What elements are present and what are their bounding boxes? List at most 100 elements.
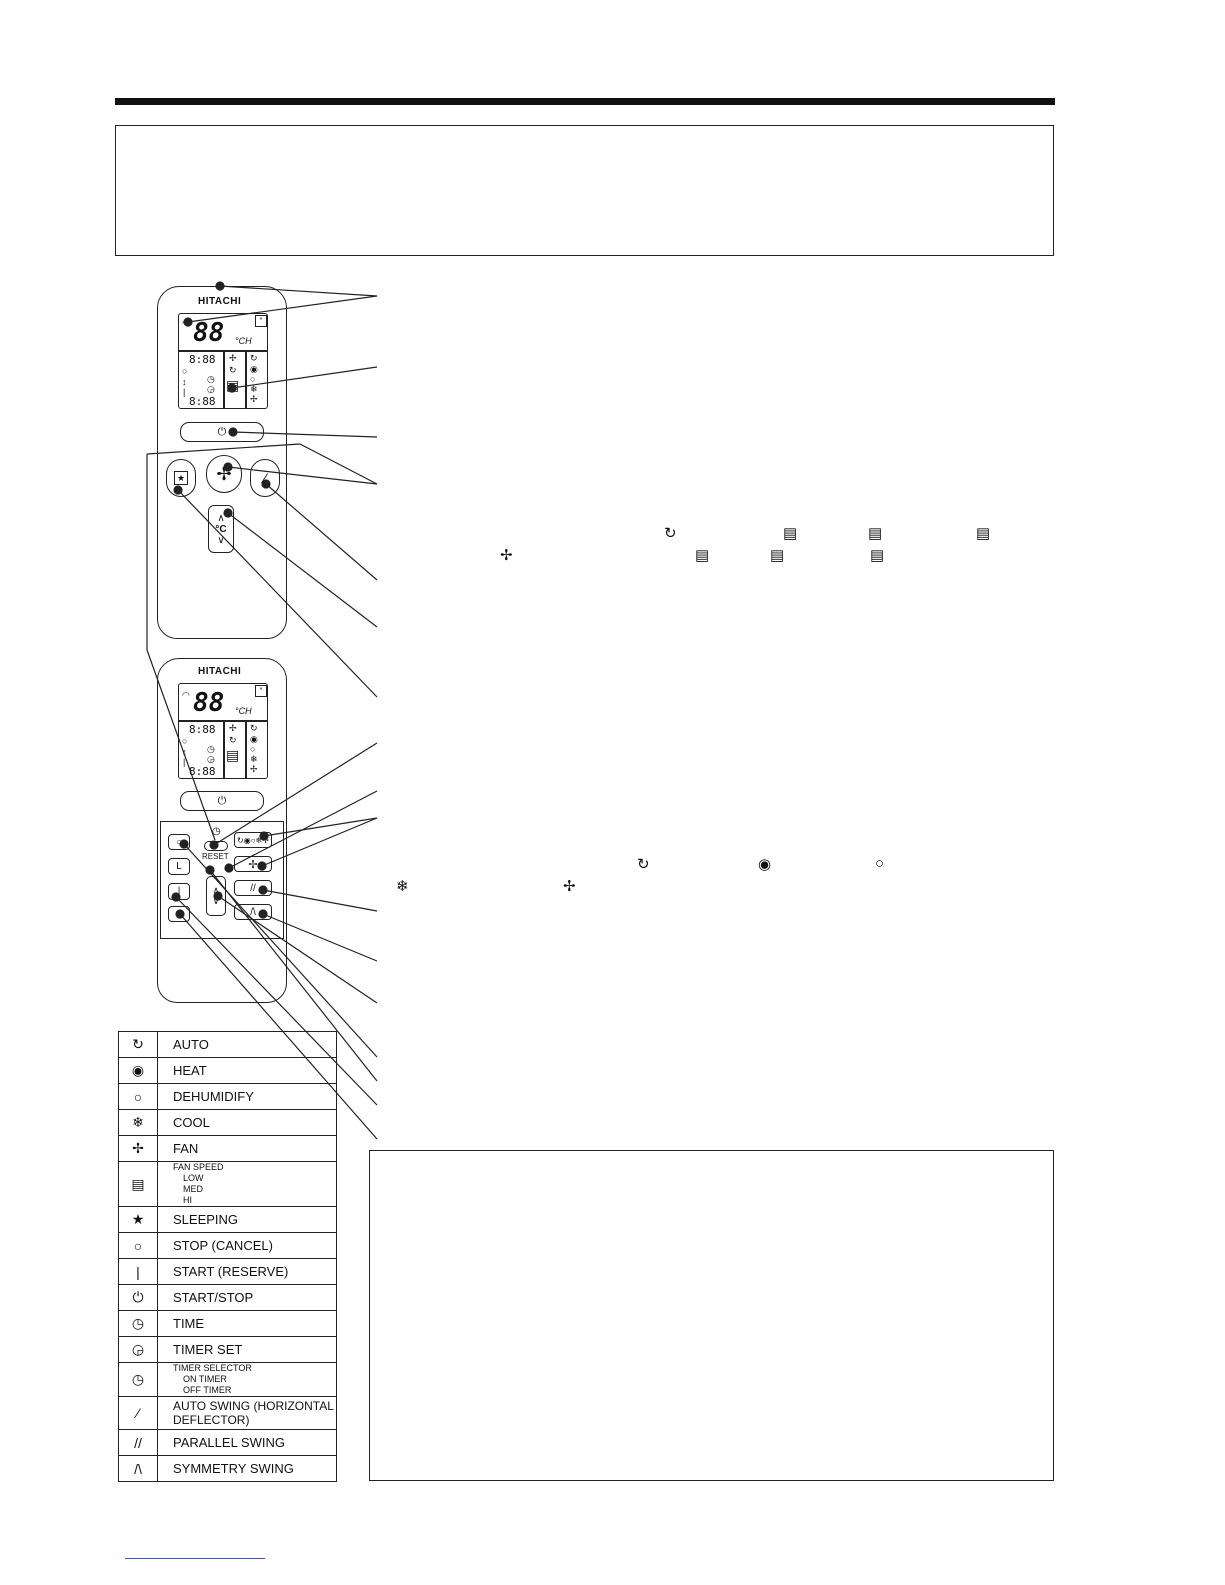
legend-icon: /\ (118, 1455, 158, 1482)
fan-speed-icon: ▤ (770, 547, 785, 564)
fan-speed-button[interactable]: ✢ (206, 455, 242, 493)
auto-icon: ↻ (250, 723, 258, 733)
fan-icon: ✢ (229, 353, 237, 363)
auto-swing-button[interactable]: ⁄ (250, 459, 280, 497)
clock-icon: ◷ (207, 744, 215, 754)
brand-logo: HITACHI (198, 296, 242, 307)
heat-icon: ◉ (250, 734, 258, 744)
legend-icon: // (118, 1429, 158, 1456)
fan-icon: ✢ (248, 858, 258, 871)
auto-icon: ↻ (229, 365, 237, 375)
heat-icon: ◉ (250, 364, 258, 374)
legend-icon: ▤ (118, 1161, 158, 1207)
legend-icon: ⁄ (118, 1396, 158, 1430)
legend-row: ◷TIME (118, 1310, 337, 1337)
legend-row: ↻AUTO (118, 1031, 337, 1058)
signal-icon: ◠ (182, 690, 190, 700)
time-on-readout: 8:88 (189, 353, 216, 366)
cool-icon: ❄ (250, 384, 258, 394)
power-icon: ⏻ (217, 425, 227, 438)
auto-icon: ↻ (250, 353, 258, 363)
auto-swing-icon: ⁄ (263, 470, 267, 486)
legend-label: HEAT (157, 1057, 337, 1084)
lcd-display: ◠ 88 °CH * 8:88 ○ ↕ | ◷ ◶ 8:88 ✢ ↻ ▤ ↻ ◉… (178, 683, 268, 779)
fan-speed-icon: ▤ (695, 547, 710, 564)
legend-label: START (RESERVE) (157, 1258, 337, 1285)
heat-icon: ◉ (758, 856, 772, 873)
dehumidify-icon: ○ (250, 744, 256, 754)
legend-row: ◶TIMER SET (118, 1336, 337, 1363)
legend-label: COOL (157, 1109, 337, 1136)
legend-icon: ◷ (118, 1310, 158, 1337)
legend-label: TIME (157, 1310, 337, 1337)
legend-row: ⁄AUTO SWING (HORIZONTAL DEFLECTOR) (118, 1396, 337, 1430)
cool-icon: ❄ (396, 878, 409, 895)
chevron-up-icon: ∧ (212, 885, 220, 895)
sleeping-indicator-icon: * (255, 685, 267, 697)
legend-icon: ○ (118, 1083, 158, 1110)
mode-icons: ↻◉○❄✢ (237, 835, 269, 845)
legend-row: |START (RESERVE) (118, 1258, 337, 1285)
timer-selector-icon: L (176, 861, 182, 872)
legend-row: ○STOP (CANCEL) (118, 1232, 337, 1259)
legend-label: AUTO SWING (HORIZONTAL DEFLECTOR) (157, 1396, 337, 1430)
start-stop-button[interactable]: ⏻ (180, 791, 264, 811)
sleeping-indicator-icon: * (255, 315, 267, 327)
chevron-down-icon: ∨ (212, 896, 220, 906)
fan-speed-icon: ▤ (226, 747, 240, 763)
reset-label: RESET (202, 852, 229, 861)
clock-icon: ◷ (207, 374, 215, 384)
legend-row: ○DEHUMIDIFY (118, 1083, 337, 1110)
legend-label: FAN (157, 1135, 337, 1162)
swing-icon: ↕ (182, 377, 187, 387)
brand-logo: HITACHI (198, 666, 242, 677)
legend-row: ❄COOL (118, 1109, 337, 1136)
parallel-swing-icon: // (250, 882, 256, 894)
auto-icon: ↻ (664, 525, 677, 542)
legend-icon: ❄ (118, 1109, 158, 1136)
dehumidify-icon: ○ (250, 374, 256, 384)
stop-icon: ○ (175, 836, 183, 848)
legend-sub-label: LOW (183, 1173, 204, 1183)
fan-icon: ✢ (229, 723, 237, 733)
off-timer-icon: ○ (182, 736, 188, 746)
timer-icon: ◶ (207, 754, 215, 764)
dehumidify-icon: ○ (875, 855, 885, 872)
auto-icon: ↻ (229, 735, 237, 745)
temp-button-label: °C (215, 523, 227, 535)
start-reserve-icon: | (177, 886, 181, 897)
legend-row: /\SYMMETRY SWING (118, 1455, 337, 1482)
chevron-up-icon: ∧ (217, 512, 225, 524)
time-on-readout: 8:88 (189, 723, 216, 736)
power-icon: ⏻ (217, 794, 227, 807)
fan-speed-icon: ▤ (868, 525, 883, 542)
intro-box (115, 125, 1054, 256)
fan-icon: ✢ (563, 878, 576, 895)
legend-sub-label: ON TIMER (183, 1374, 227, 1384)
legend-sub-label: MED (183, 1184, 203, 1194)
fan-icon: ✢ (500, 547, 513, 564)
symbol-legend-table: ↻AUTO◉HEAT○DEHUMIDIFY❄COOL✢FAN▤FAN SPEED… (118, 1031, 337, 1482)
legend-row: ⏻START/STOP (118, 1284, 337, 1311)
chevron-down-icon: ∨ (217, 534, 225, 546)
temp-digits: 88 (193, 688, 225, 718)
legend-sub-label: OFF TIMER (183, 1385, 232, 1395)
sleeping-icon: ★ (174, 471, 188, 485)
fan-speed-icon: ▤ (976, 525, 991, 542)
fan-speed-icon: ▤ (783, 525, 798, 542)
timer-icon: ◶ (207, 384, 215, 394)
start-stop-button[interactable]: ⏻ (180, 422, 264, 442)
legend-icon: ○ (118, 1232, 158, 1259)
on-timer-icon: | (183, 757, 186, 767)
notes-box (369, 1150, 1054, 1481)
timer-selector-button[interactable]: L (168, 858, 190, 875)
legend-label-head: TIMER SELECTOR (173, 1363, 252, 1373)
remote-open: HITACHI ◠ 88 °CH * 8:88 ○ ↕ | ◷ ◶ 8:88 ✢… (157, 658, 287, 1003)
legend-icon: ◷ (118, 1362, 158, 1397)
time-off-readout: 8:88 (189, 395, 216, 408)
fan-icon: ✢ (250, 394, 258, 404)
swing-icon: ↕ (182, 747, 187, 757)
